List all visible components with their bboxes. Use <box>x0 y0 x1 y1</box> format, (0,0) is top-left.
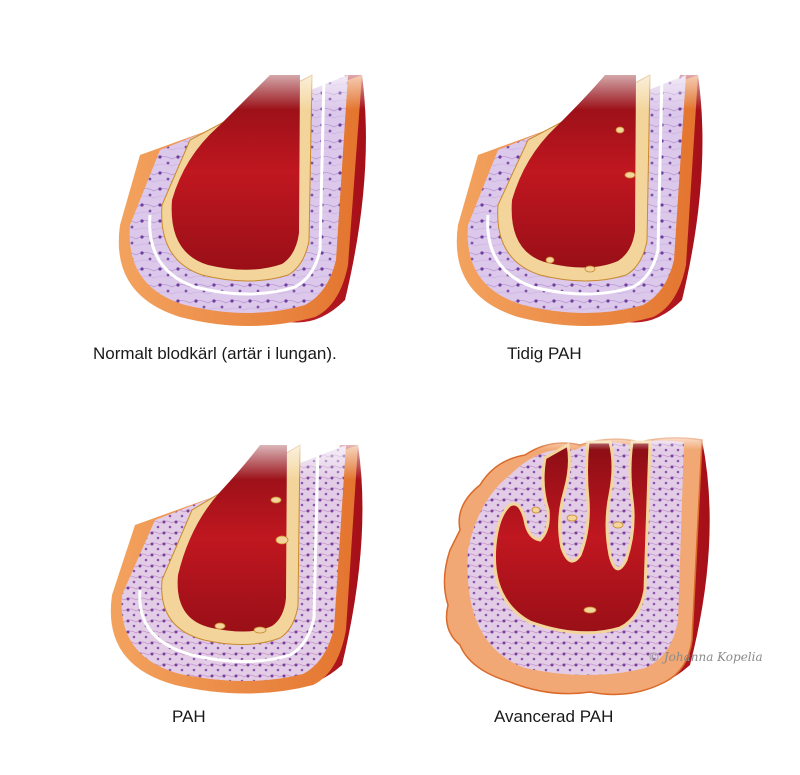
caption-pah: PAH <box>172 707 206 726</box>
panel-early-pah <box>440 55 740 345</box>
occluded-lumen-blood <box>492 440 652 635</box>
elastic-lamina <box>148 74 326 296</box>
caption-normal: Normalt blodkärl (artär i lungan). <box>93 344 337 363</box>
normal-vessel-illustration <box>100 55 400 326</box>
plexiform-lesions <box>531 506 624 614</box>
panel-pah <box>100 430 400 710</box>
artist-signature: © Johanna Kopelia <box>648 650 763 664</box>
advanced-pah-illustration <box>440 430 760 696</box>
elastic-lamina <box>138 444 320 663</box>
endothelial-bulges <box>214 496 289 634</box>
caption-advanced-pah: Avancerad PAH <box>494 707 614 726</box>
endothelial-bulges <box>545 126 636 273</box>
vessel-lumen-blood <box>171 75 300 270</box>
top-fade <box>100 55 400 110</box>
early-pah-illustration <box>440 55 740 326</box>
top-fade <box>100 430 400 480</box>
panel-advanced-pah <box>440 430 760 710</box>
vessel-lumen-blood <box>177 445 287 632</box>
caption-early-pah: Tidig PAH <box>507 344 582 363</box>
top-fade <box>440 430 760 450</box>
panel-normal-vessel <box>100 55 400 345</box>
pah-illustration <box>100 430 400 694</box>
top-fade <box>440 55 740 110</box>
elastic-lamina <box>486 74 664 296</box>
vessel-lumen-blood <box>511 75 636 268</box>
